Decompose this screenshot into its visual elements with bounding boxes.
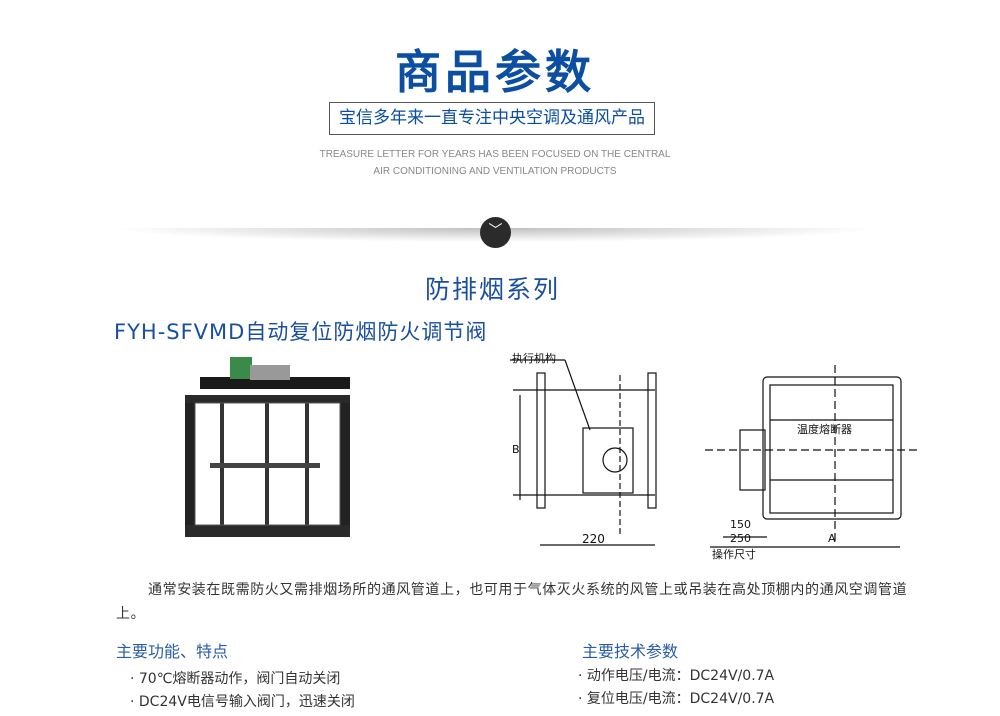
label-fuse: 温度熔断器 bbox=[797, 423, 852, 436]
product-photo bbox=[185, 357, 350, 537]
subtitle-box: 宝信多年来一直专注中央空调及通风产品 bbox=[329, 102, 655, 135]
spec-item: · 动作电压/电流：DC24V/0.7A bbox=[578, 668, 775, 684]
specs-heading: 主要技术参数 bbox=[582, 642, 679, 661]
label-dim-220: 220 bbox=[582, 532, 605, 546]
chevron-down-icon: ﹀ bbox=[488, 223, 503, 239]
features-heading: 主要功能、特点 bbox=[116, 642, 229, 661]
label-dim-a: A bbox=[828, 532, 836, 545]
label-actuator: 执行机构 bbox=[512, 352, 556, 365]
english-tagline-1: TREASURE LETTER FOR YEARS HAS BEEN FOCUS… bbox=[319, 149, 671, 160]
label-dim-b: B bbox=[512, 443, 520, 456]
feature-item: · 70℃熔断器动作，阀门自动关闭 bbox=[130, 671, 341, 687]
page-title: 商品参数 bbox=[395, 45, 595, 99]
label-dim-150: 150 bbox=[730, 518, 751, 531]
label-op-size: 操作尺寸 bbox=[712, 548, 756, 561]
feature-item: · DC24V电信号输入阀门，迅速关闭 bbox=[130, 694, 355, 710]
english-tagline-2: AIR CONDITIONING AND VENTILATION PRODUCT… bbox=[373, 166, 617, 177]
scroll-down-button[interactable]: ﹀ bbox=[480, 217, 511, 248]
dimension-drawing bbox=[510, 359, 920, 548]
product-model-title: FYH-SFVMD自动复位防烟防火调节阀 bbox=[114, 320, 488, 344]
product-description: 通常安装在既需防火又需排烟场所的通风管道上，也可用于气体灭火系统的风管上或吊装在… bbox=[116, 582, 908, 622]
label-dim-250: 250 bbox=[730, 532, 751, 545]
spec-item: · 复位电压/电流：DC24V/0.7A bbox=[578, 691, 775, 707]
series-title: 防排烟系列 bbox=[424, 275, 560, 304]
